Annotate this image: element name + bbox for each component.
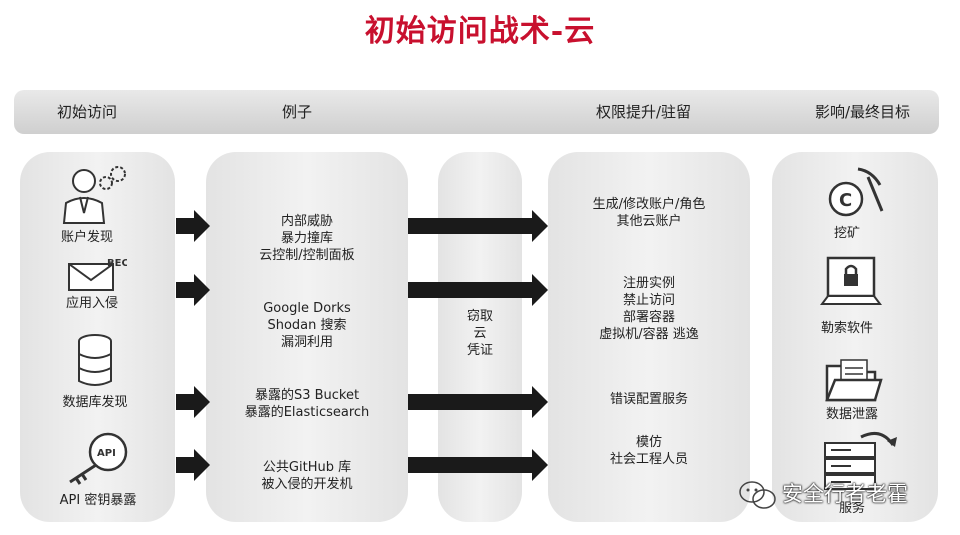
privilege-group-1: 生成/修改账户/角色 其他云账户 [548, 196, 750, 230]
server-icon [824, 431, 897, 490]
database-icon [78, 334, 112, 386]
column-examples [206, 152, 408, 522]
privilege-group-4: 模仿 社会工程人员 [548, 434, 750, 468]
arrow-access-to-example-2 [176, 274, 210, 306]
arrow-access-to-example-4 [176, 449, 210, 481]
svg-text:C: C [839, 190, 852, 211]
privilege-group-2-line-2: 禁止访问 [622, 293, 675, 308]
header-bar [14, 90, 939, 134]
privilege-group-3: 错误配置服务 [548, 391, 750, 408]
steal-line-1: 窃取 [466, 309, 493, 324]
examples-group-3-line-1: 暴露的S3 Bucket [254, 388, 360, 403]
api-label: API [97, 448, 116, 459]
privilege-group-4-line-1: 模仿 [635, 435, 662, 450]
bec-label: BEC [107, 258, 127, 269]
examples-group-1-line-3: 云控制/控制面板 [259, 248, 355, 263]
label-service: 服务 [838, 501, 865, 516]
examples-group-1-line-2: 暴力撞库 [280, 231, 333, 246]
header-examples: 例子 [282, 103, 313, 121]
wechat-icon [739, 481, 776, 509]
privilege-group-3-line-1: 错误配置服务 [609, 392, 688, 407]
examples-group-2-line-2: Shodan 搜索 [267, 318, 347, 333]
privilege-group-2-line-4: 虚拟机/容器 逃逸 [599, 327, 699, 342]
steal-line-3: 凭证 [466, 343, 493, 358]
arrow-access-to-example-3 [176, 386, 210, 418]
header-impact: 影响/最终目标 [815, 103, 911, 121]
folder-leak-icon [825, 359, 883, 402]
watermark-text: 安全行者老霍 [782, 482, 908, 506]
examples-group-3: 暴露的S3 Bucket 暴露的Elasticsearch [206, 387, 408, 421]
steal-line-2: 云 [473, 326, 487, 341]
arrow-example-to-privilege-2 [408, 274, 548, 306]
examples-group-1-line-1: 内部威胁 [280, 214, 333, 229]
label-app-intrusion: 应用入侵 [65, 296, 118, 311]
label-db-discovery: 数据库发现 [62, 395, 128, 410]
examples-group-2-line-3: 漏洞利用 [280, 335, 333, 350]
privilege-group-1-line-2: 其他云账户 [616, 214, 682, 229]
label-account-discovery: 账户发现 [60, 230, 113, 245]
arrow-access-to-example-1 [176, 210, 210, 242]
steal-credentials-text: 窃取 云 凭证 [438, 308, 522, 359]
label-data-leak: 数据泄露 [825, 407, 878, 422]
email-icon: BEC [68, 258, 127, 291]
privilege-group-2-line-3: 部署容器 [622, 310, 675, 325]
label-api-key-exposure: API 密钥暴露 [59, 493, 137, 508]
user-gear-icon [62, 166, 126, 224]
privilege-group-2-line-1: 注册实例 [622, 276, 675, 291]
examples-group-3-line-2: 暴露的Elasticsearch [244, 405, 370, 420]
arrow-example-to-privilege-1 [408, 210, 548, 242]
privilege-group-1-line-1: 生成/修改账户/角色 [592, 197, 706, 212]
label-mining: 挖矿 [833, 226, 860, 241]
header-initial-access: 初始访问 [57, 103, 118, 121]
examples-group-2-line-1: Google Dorks [263, 301, 351, 316]
api-key-icon: API [69, 432, 128, 485]
column-privilege [548, 152, 750, 522]
examples-group-1: 内部威胁 暴力撞库 云控制/控制面板 [206, 213, 408, 264]
examples-group-2: Google Dorks Shodan 搜索 漏洞利用 [206, 300, 408, 351]
ransomware-laptop-icon [820, 256, 882, 305]
privilege-group-2: 注册实例 禁止访问 部署容器 虚拟机/容器 逃逸 [548, 275, 750, 343]
examples-group-4-line-2: 被入侵的开发机 [261, 477, 353, 492]
label-ransomware: 勒索软件 [820, 321, 873, 336]
header-privilege: 权限提升/驻留 [596, 103, 692, 121]
arrow-example-to-privilege-3 [408, 386, 548, 418]
crypto-mining-icon: C [828, 167, 884, 217]
examples-group-4: 公共GitHub 库 被入侵的开发机 [206, 459, 408, 493]
arrow-example-to-privilege-4 [408, 449, 548, 481]
diagram-title: 初始访问战术-云 [364, 14, 596, 49]
privilege-group-4-line-2: 社会工程人员 [609, 452, 688, 467]
examples-group-4-line-1: 公共GitHub 库 [262, 460, 352, 475]
